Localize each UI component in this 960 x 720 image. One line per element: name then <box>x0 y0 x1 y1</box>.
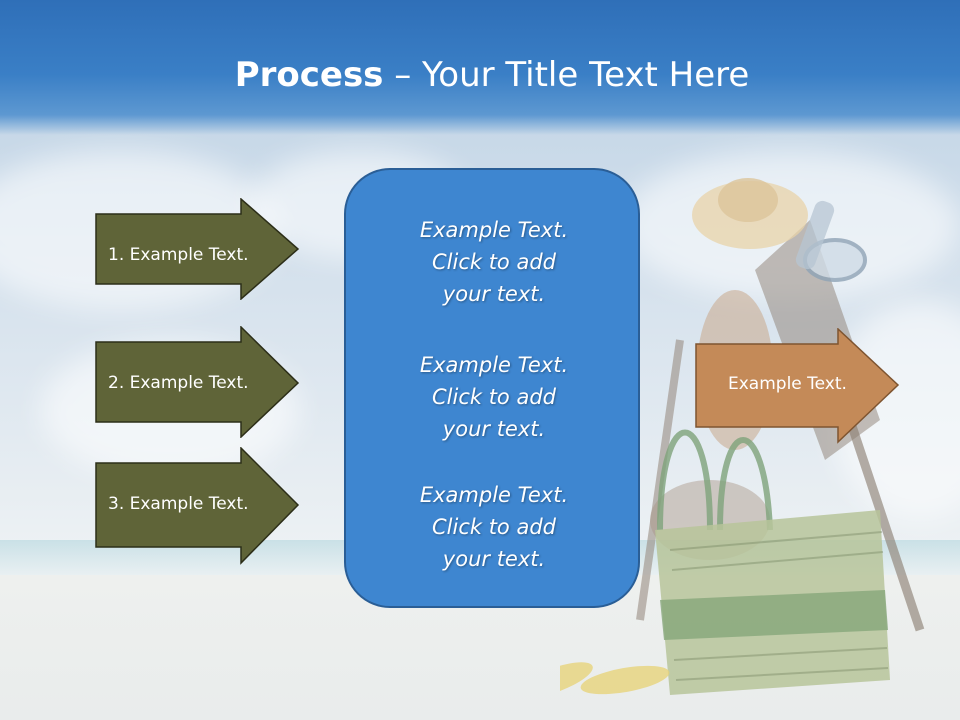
text-line: Example Text. <box>419 353 569 377</box>
arrow-shape <box>95 326 300 438</box>
text-line: your text. <box>442 547 546 571</box>
text-line: your text. <box>442 417 546 441</box>
process-step-arrow-2[interactable]: 2. Example Text. <box>95 326 300 438</box>
text-line: Click to add <box>431 385 556 409</box>
title-rest: – Your Title Text Here <box>383 55 750 95</box>
step-label: 1. Example Text. <box>108 245 249 265</box>
title-bold: Process <box>234 55 384 95</box>
text-line: your text. <box>442 282 546 306</box>
center-text-box[interactable]: Example Text. Click to add your text. Ex… <box>344 168 640 608</box>
step-label: 2. Example Text. <box>108 373 249 393</box>
arrow-shape <box>95 447 300 565</box>
center-text-block-2[interactable]: Example Text. Click to add your text. <box>346 349 642 445</box>
arrow-shape <box>695 328 900 444</box>
step-label: 3. Example Text. <box>108 494 249 514</box>
text-line: Click to add <box>431 515 556 539</box>
text-line: Example Text. <box>419 218 569 242</box>
process-step-arrow-3[interactable]: 3. Example Text. <box>95 447 300 565</box>
title-bar <box>0 0 960 135</box>
outcome-arrow[interactable]: Example Text. <box>695 328 900 444</box>
text-line: Example Text. <box>419 483 569 507</box>
center-text-block-1[interactable]: Example Text. Click to add your text. <box>346 214 642 310</box>
arrow-shape <box>95 198 300 300</box>
beach-scene-illustration <box>560 178 925 698</box>
process-step-arrow-1[interactable]: 1. Example Text. <box>95 198 300 300</box>
center-text-block-3[interactable]: Example Text. Click to add your text. <box>346 479 642 575</box>
text-line: Click to add <box>431 250 556 274</box>
outcome-label: Example Text. <box>728 374 847 394</box>
slide-title: Process – Your Title Text Here <box>0 52 960 98</box>
